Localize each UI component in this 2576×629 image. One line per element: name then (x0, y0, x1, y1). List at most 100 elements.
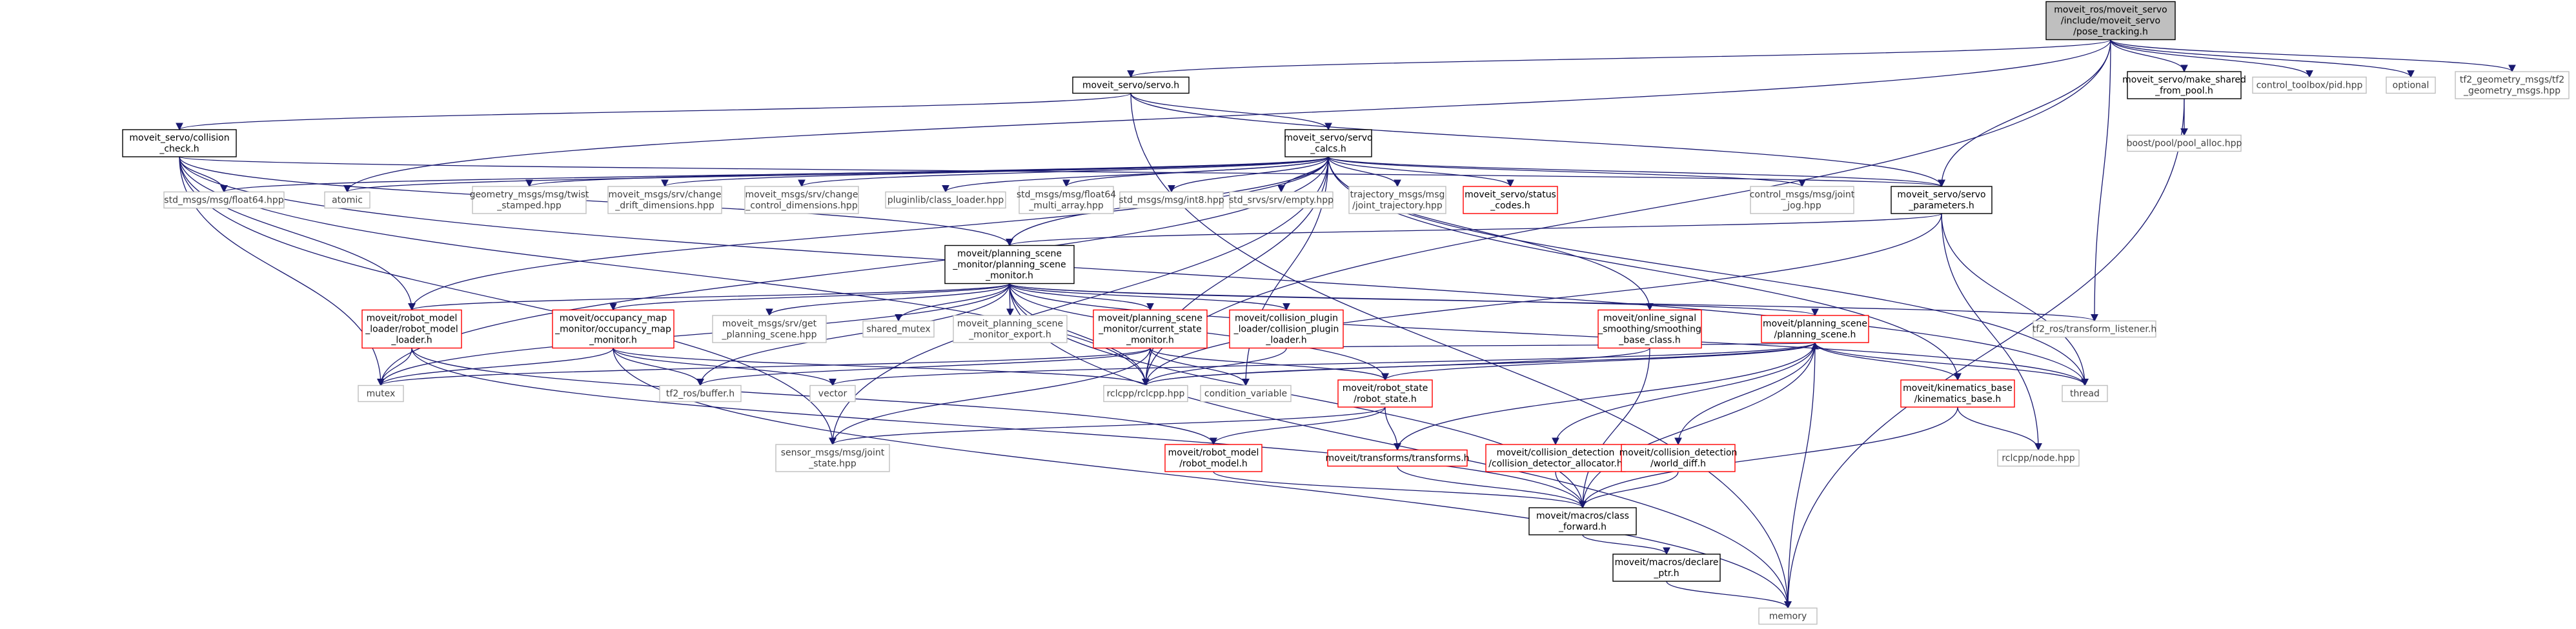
node-label-line: _ptr.h (1653, 568, 1679, 579)
node-robot-model-loader[interactable]: moveit/robot_model_loader/robot_model_lo… (361, 309, 462, 349)
node-change-drift[interactable]: moveit_msgs/srv/change_drift_dimensions.… (607, 186, 722, 214)
edge-planning-scene-to-thread (1814, 342, 2089, 386)
node-label-line: _calcs.h (1310, 144, 1346, 154)
node-label-line: geometry_msgs/msg/twist (470, 190, 589, 200)
node-rclcpp[interactable]: rclcpp/rclcpp.hpp (1103, 384, 1188, 403)
node-condition-variable[interactable]: condition_variable (1200, 384, 1292, 403)
node-float64[interactable]: std_msgs/msg/float64.hpp (163, 191, 285, 209)
node-joint-jog[interactable]: control_msgs/msg/joint_jog.hpp (1750, 186, 1855, 214)
node-label-line: /joint_trajectory.hpp (1352, 201, 1443, 211)
node-get-planning-scene[interactable]: moveit_msgs/srv/get_planning_scene.hpp (712, 315, 827, 343)
node-atomic[interactable]: atomic (324, 191, 370, 209)
edge-pose-tracking-to-control-toolbox (2110, 39, 2313, 78)
node-box (1750, 186, 1854, 214)
node-label-line: _parameters.h (1908, 201, 1974, 211)
node-label-line: shared_mutex (866, 324, 930, 335)
node-label-line: moveit_servo/servo (1284, 133, 1372, 143)
node-box (324, 191, 370, 209)
node-twist[interactable]: geometry_msgs/msg/twist_stamped.hpp (470, 186, 589, 214)
node-label-line: moveit_msgs/srv/change (609, 190, 722, 200)
node-box (1621, 444, 1736, 472)
edge-servo-params-to-rclcpp (1142, 213, 1942, 386)
node-label-line: moveit/macros/declare (1615, 557, 1719, 568)
edge-planning-scene-to-vector (829, 342, 1816, 386)
node-box (2252, 76, 2367, 94)
node-box (361, 309, 462, 349)
node-robot-state[interactable]: moveit/robot_state/robot_state.h (1337, 379, 1433, 408)
node-pluginlib[interactable]: pluginlib/class_loader.hpp (885, 191, 1006, 209)
node-mutex[interactable]: mutex (358, 384, 404, 403)
edge-servo-calcs-to-change-drift (661, 156, 1329, 188)
node-online-signal[interactable]: moveit/online_signal_smoothing/smoothing… (1597, 309, 1702, 349)
edge-pose-tracking-to-optional (2110, 39, 2415, 78)
node-label-line: std_msgs/msg/float64.hpp (164, 195, 284, 206)
edge-planning-scene-to-collision-allocator (1552, 342, 1816, 446)
node-status-codes[interactable]: moveit_servo/status_codes.h (1463, 186, 1558, 214)
node-robot-model[interactable]: moveit/robot_model/robot_model.h (1164, 444, 1263, 472)
node-box (1463, 186, 1558, 214)
node-declare-ptr[interactable]: moveit/macros/declare_ptr.h (1612, 554, 1721, 582)
node-tf2-geom[interactable]: tf2_geometry_msgs/tf2_geometry_msgs.hpp (2455, 71, 2570, 99)
edge-psm-to-current-state (1009, 283, 1154, 311)
node-box (1612, 554, 1721, 582)
node-label-line: moveit/collision_detection (1497, 448, 1615, 458)
node-class-forward[interactable]: moveit/macros/class_forward.h (1528, 507, 1637, 535)
node-label-line: /collision_detector_allocator.h (1488, 459, 1622, 469)
edge-robot-state-to-sensor-joint (829, 406, 1386, 446)
node-empty[interactable]: std_srvs/srv/empty.hpp (1229, 191, 1334, 209)
node-servo-params[interactable]: moveit_servo/servo_parameters.h (1891, 186, 1993, 214)
node-servo-calcs[interactable]: moveit_servo/servo_calcs.h (1284, 129, 1373, 157)
node-psm[interactable]: moveit/planning_scene_monitor/planning_s… (944, 245, 1075, 285)
edge-planning-scene-to-world-diff (1674, 342, 1816, 446)
edge-servo-params-to-rclcpp-node (1941, 213, 2042, 451)
node-box (1891, 186, 1993, 214)
edge-robot-state-to-transforms (1384, 406, 1401, 451)
node-change-control[interactable]: moveit_msgs/srv/change_control_dimension… (744, 186, 859, 214)
node-sensor-joint[interactable]: sensor_msgs/msg/joint_state.hpp (775, 444, 890, 472)
node-make-shared[interactable]: moveit_servo/make_shared_from_pool.h (2122, 71, 2246, 99)
edge-current-state-to-tf2-buffer (696, 347, 1151, 386)
node-label-line: _planning_scene.hpp (722, 330, 817, 340)
node-trajectory[interactable]: trajectory_msgs/msg/joint_trajectory.hpp (1348, 186, 1446, 214)
node-occupancy[interactable]: moveit/occupancy_map_monitor/occupancy_m… (552, 309, 674, 349)
node-label-line: moveit/planning_scene (1763, 319, 1867, 329)
node-control-toolbox[interactable]: control_toolbox/pid.hpp (2252, 76, 2367, 94)
node-label-line: _jog.hpp (1782, 201, 1821, 211)
node-vector[interactable]: vector (809, 384, 856, 403)
node-collision-plugin[interactable]: moveit/collision_plugin_loader/collision… (1229, 309, 1344, 349)
node-collision-check[interactable]: moveit_servo/collision_check.h (122, 129, 237, 157)
node-kinematics-base[interactable]: moveit/kinematics_base/kinematics_base.h (1900, 379, 2015, 408)
node-rclcpp-node[interactable]: rclcpp/node.hpp (1997, 449, 2080, 467)
node-float64-multi[interactable]: std_msgs/msg/float64_multi_array.hpp (1017, 186, 1116, 214)
edge-kinematics-base-to-class-forward (1579, 406, 1958, 509)
node-world-diff[interactable]: moveit/collision_detection/world_diff.h (1619, 444, 1738, 472)
node-box (2455, 71, 2570, 99)
node-label-line: moveit_msgs/srv/get (722, 319, 817, 329)
node-box (1019, 186, 1114, 214)
edge-servo-calcs-to-condition-variable (1242, 156, 1329, 386)
node-memory[interactable]: memory (1758, 607, 1818, 625)
node-psm-export[interactable]: moveit_planning_scene_monitor_export.h (953, 315, 1068, 343)
node-box (1597, 309, 1702, 349)
node-optional[interactable]: optional (2386, 76, 2436, 94)
edge-make-shared-to-memory (1784, 98, 2185, 609)
node-box (163, 191, 285, 209)
node-int8[interactable]: std_msgs/msg/int8.hpp (1119, 191, 1224, 209)
node-box (2127, 134, 2242, 152)
edge-declare-ptr-to-memory (1666, 581, 1792, 609)
node-thread[interactable]: thread (2062, 384, 2108, 403)
node-planning-scene[interactable]: moveit/planning_scene/planning_scene.h (1761, 315, 1869, 343)
node-tf2-listener[interactable]: tf2_ros/transform_listener.h (2033, 320, 2156, 338)
node-box (2062, 384, 2108, 403)
edge-servo-calcs-to-int8 (1168, 156, 1329, 193)
node-transforms[interactable]: moveit/transforms/transforms.h (1325, 449, 1470, 467)
node-collision-allocator[interactable]: moveit/collision_detection/collision_det… (1485, 444, 1626, 472)
edge-occupancy-to-mutex (377, 348, 614, 386)
node-shared-mutex[interactable]: shared_mutex (862, 320, 935, 338)
node-current-state[interactable]: moveit/planning_scene_monitor/current_st… (1093, 309, 1208, 349)
node-boost-pool[interactable]: boost/pool/pool_alloc.hpp (2127, 134, 2242, 152)
edge-servo-calcs-to-change-control (798, 156, 1329, 188)
node-tf2-buffer[interactable]: tf2_ros/buffer.h (659, 384, 742, 403)
node-servo[interactable]: moveit_servo/servo.h (1072, 76, 1190, 94)
edge-online-signal-to-class-forward (1579, 348, 1650, 509)
